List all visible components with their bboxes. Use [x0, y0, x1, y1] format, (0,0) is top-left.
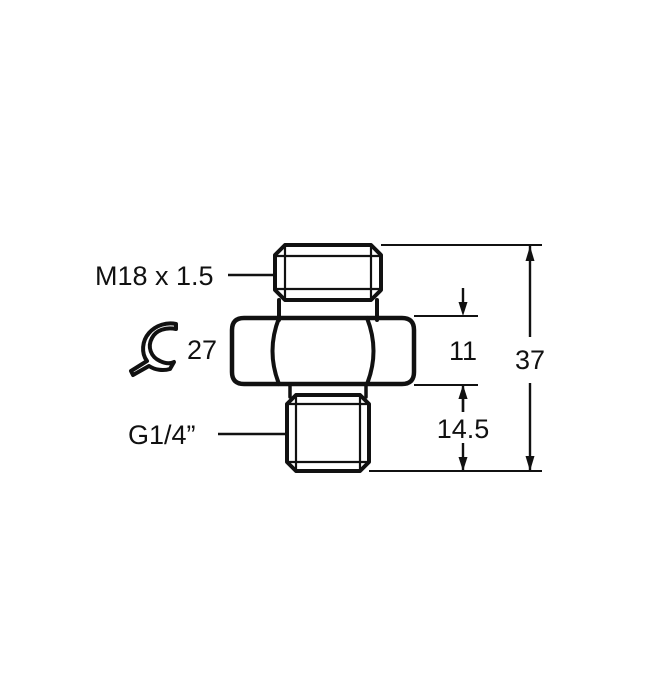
- dimension-label-37: 37: [515, 345, 545, 375]
- wrench-icon: [129, 321, 178, 377]
- dimension-label-11: 11: [449, 336, 477, 366]
- label-thread-top: M18 x 1.5: [95, 261, 214, 291]
- upper-thread-body: [273, 243, 383, 302]
- leader-lines: [218, 273, 288, 436]
- extension-lines: [369, 244, 542, 472]
- lower-neck: [288, 382, 368, 399]
- part-geometry: [229, 243, 417, 473]
- dimension-label-14-5: 14.5: [437, 414, 490, 444]
- dimension-37: [525, 245, 535, 471]
- hex-nut: [229, 315, 417, 387]
- label-wrench-size: 27: [187, 335, 217, 365]
- dimension-14-5: [458, 385, 468, 471]
- label-thread-bottom: G1/4”: [128, 420, 196, 450]
- lower-thread-body: [285, 393, 371, 473]
